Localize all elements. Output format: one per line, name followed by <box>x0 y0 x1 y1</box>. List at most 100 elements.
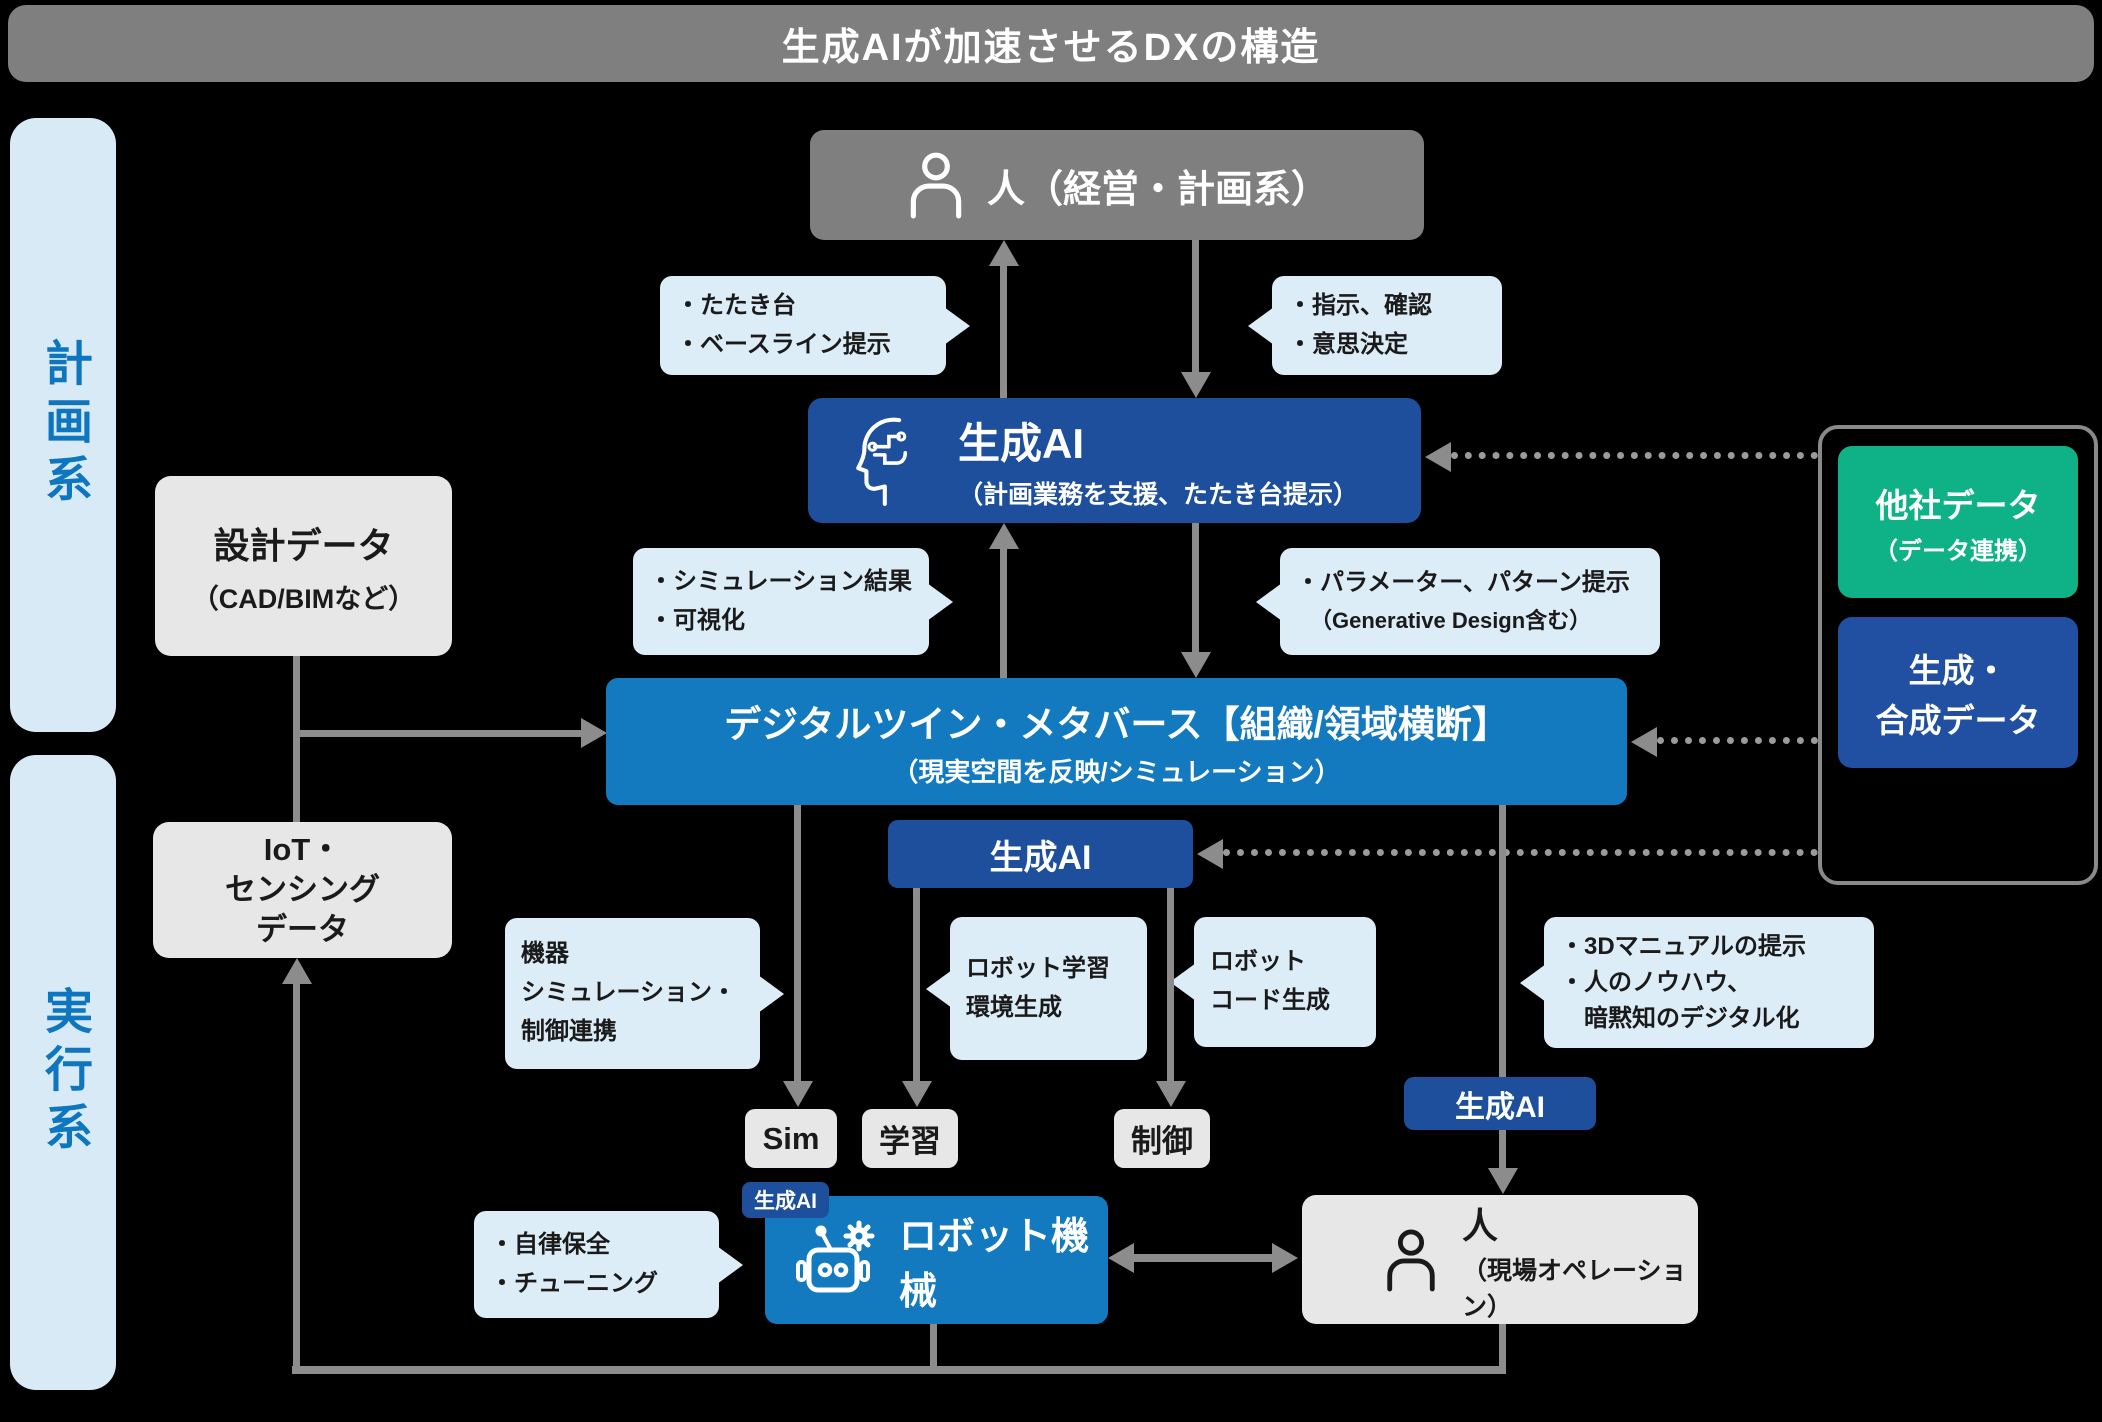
ai-head-icon <box>854 414 932 508</box>
genai-mid-label: 生成AI <box>989 838 1092 877</box>
design-data-box: 設計データ （CAD/BIMなど） <box>155 476 452 656</box>
bubble-equipment: 機器 シミュレーション・ 制御連携 <box>505 918 784 1069</box>
genai-badge-robot-label: 生成AI <box>754 1190 817 1213</box>
bubble-robot-learning-line2: 環境生成 <box>966 993 1062 1021</box>
bubble-autonomous-line2: ・チューニング <box>490 1269 658 1297</box>
human-management-label: 人（経営・計画系） <box>986 168 1329 211</box>
genai-mid-box: 生成AI <box>888 820 1193 888</box>
drop-genai-to-control-head <box>1156 1081 1186 1107</box>
bubble-equipment-pointer <box>758 974 784 1013</box>
bubble-3d-manual-line2: ・人のノウハウ、 <box>1560 968 1752 996</box>
bubble-autonomous-pointer <box>717 1245 743 1284</box>
page-title: 生成AIが加速させるDXの構造 <box>781 27 1321 69</box>
bubble-sim-result-pointer <box>927 582 953 621</box>
arrow-human-to-genai-head <box>1181 372 1211 398</box>
dotted-data-to-genai-head <box>1425 442 1451 472</box>
bubble-robot-code-line2: コード生成 <box>1210 987 1330 1014</box>
genai-badge-robot: 生成AI <box>742 1182 829 1218</box>
arrow-genai-to-twin-head <box>1181 652 1211 678</box>
label-sim: Sim <box>745 1109 837 1168</box>
bubble-3d-manual-line3: 暗黙知のデジタル化 <box>1560 1004 1800 1032</box>
dotted-data-to-genai-mid-head <box>1197 839 1223 869</box>
arrow-robot-human-head-right <box>1272 1243 1298 1273</box>
human-field-box: 人 （現場オペレーション） <box>1302 1195 1698 1324</box>
bubble-equipment-line1: 機器 <box>521 940 569 968</box>
person-icon <box>905 150 967 220</box>
sidebar-exec-label: 実行系 <box>37 985 90 1160</box>
bubble-draft-line1: ・たたき台 <box>676 291 796 319</box>
drop-genai-to-learn-shaft <box>913 888 920 1081</box>
connector-design-vertical <box>293 656 300 822</box>
drop-twin-to-badge-shaft <box>1499 805 1506 1077</box>
iot-sensing-box: IoT・ センシング データ <box>153 822 452 958</box>
arrow-twin-to-genai-head <box>989 523 1019 549</box>
bubble-draft: ・たたき台 ・ベースライン提示 <box>660 276 970 375</box>
drop-genai-to-control-shaft <box>1167 888 1174 1081</box>
bubble-3d-manual-line1: ・3Dマニュアルの提示 <box>1560 932 1806 960</box>
other-company-data-box: 他社データ （データ連携） <box>1838 446 2078 598</box>
bubble-autonomous-line1: ・自律保全 <box>490 1230 610 1258</box>
sidebar-exec: 実行系 <box>10 755 116 1390</box>
feedback-loop-horizontal <box>292 1366 1506 1374</box>
bubble-parameter-line2: （Generative Design含む） <box>1310 608 1592 634</box>
human-management-box: 人（経営・計画系） <box>810 130 1424 240</box>
genai-badge-field: 生成AI <box>1404 1077 1596 1130</box>
bubble-instruction: ・指示、確認 ・意思決定 <box>1248 276 1502 375</box>
arrow-genai-to-human-shaft <box>1000 264 1007 398</box>
bubble-robot-code-pointer <box>1170 963 1196 1001</box>
other-company-title: 他社データ <box>1875 486 2041 524</box>
bubble-sim-result: ・シミュレーション結果 ・可視化 <box>633 548 953 655</box>
synthetic-data-line2: 合成データ <box>1875 701 2041 739</box>
drop-badge-to-human-shaft <box>1499 1130 1506 1170</box>
iot-line1: IoT・ <box>263 831 342 867</box>
title-bar: 生成AIが加速させるDXの構造 <box>8 5 2094 82</box>
bubble-parameter-line1: ・パラメーター、パターン提示 <box>1296 569 1630 597</box>
drop-badge-to-human-head <box>1488 1168 1518 1194</box>
dotted-data-to-genai <box>1451 452 1818 459</box>
synthetic-data-box: 生成・ 合成データ <box>1838 617 2078 768</box>
bubble-3d-manual: ・3Dマニュアルの提示 ・人のノウハウ、 暗黙知のデジタル化 <box>1520 917 1874 1048</box>
genai-main-title: 生成AI <box>958 420 1085 467</box>
feedback-to-iot-shaft <box>293 984 300 1366</box>
label-control: 制御 <box>1114 1109 1210 1168</box>
drop-genai-to-learn-head <box>902 1081 932 1107</box>
connector-design-to-twin <box>293 730 583 737</box>
bubble-sim-result-line2: ・可視化 <box>649 606 745 634</box>
robot-icon <box>791 1220 883 1300</box>
sidebar-plan: 計画系 <box>10 118 116 732</box>
bubble-instruction-line2: ・意思決定 <box>1288 330 1408 358</box>
external-data-panel <box>1818 425 2098 885</box>
bubble-robot-code: ロボット コード生成 <box>1170 917 1376 1047</box>
bubble-instruction-pointer <box>1248 306 1274 345</box>
human-field-subtitle: （現場オペレーション） <box>1462 1256 1687 1321</box>
design-data-title: 設計データ <box>213 524 394 566</box>
iot-line2: センシング <box>225 871 380 907</box>
bubble-robot-learning-line1: ロボット学習 <box>966 954 1110 982</box>
bubble-equipment-line2: シミュレーション・ <box>521 979 737 1007</box>
person-field-icon <box>1382 1227 1440 1293</box>
drop-twin-to-sim-head <box>783 1081 813 1107</box>
label-learn: 学習 <box>862 1109 958 1168</box>
feedback-human-down <box>1499 1324 1506 1366</box>
arrow-genai-to-twin-shaft <box>1192 523 1199 652</box>
dotted-data-to-twin-head <box>1631 727 1657 757</box>
arrow-robot-human-shaft <box>1130 1254 1276 1262</box>
bubble-3d-manual-pointer <box>1520 963 1546 1002</box>
dotted-data-to-genai-mid <box>1223 849 1818 856</box>
genai-main-box: 生成AI （計画業務を支援、たたき台提示） <box>808 398 1421 523</box>
other-company-subtitle: （データ連携） <box>1874 537 2042 565</box>
bubble-draft-pointer <box>944 306 970 345</box>
dotted-data-to-twin <box>1657 737 1818 744</box>
arrow-genai-to-human-head <box>989 240 1019 266</box>
bubble-robot-code-line1: ロボット <box>1210 948 1306 976</box>
feedback-robot-down <box>930 1324 937 1366</box>
label-learn-text: 学習 <box>879 1124 941 1159</box>
digital-twin-title: デジタルツイン・メタバース【組織/領域横断】 <box>724 704 1509 745</box>
digital-twin-subtitle: （現実空間を反映/シミュレーション） <box>892 757 1341 787</box>
bubble-parameter: ・パラメーター、パターン提示 （Generative Design含む） <box>1256 548 1660 655</box>
label-control-text: 制御 <box>1131 1124 1193 1159</box>
arrow-robot-human-head-left <box>1108 1243 1134 1273</box>
synthetic-data-line1: 生成・ <box>1908 651 2008 689</box>
drop-twin-to-sim-shaft <box>794 805 801 1081</box>
